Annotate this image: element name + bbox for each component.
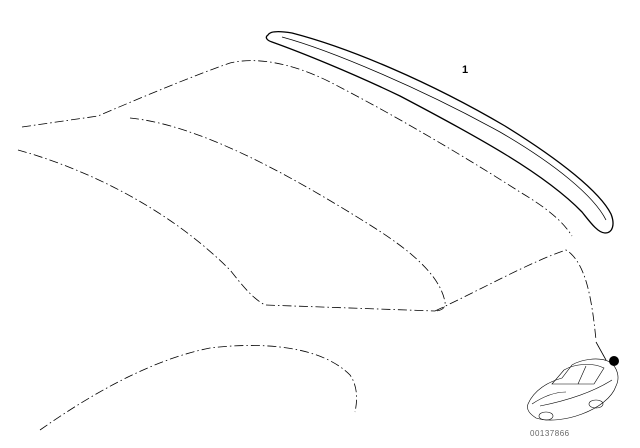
- window-inner-line: [129, 117, 446, 312]
- leader-line: [595, 341, 607, 361]
- part-number-label: 1: [462, 64, 469, 76]
- thumbnail-hood: [531, 391, 567, 405]
- roof-line: [21, 60, 573, 237]
- thumbnail-front-wheel: [538, 411, 554, 421]
- window-outer-line: [17, 149, 436, 312]
- image-reference-code: 00137866: [530, 429, 570, 438]
- thumbnail-body: [527, 358, 619, 421]
- reference-car-thumbnail: [527, 358, 619, 421]
- thumbnail-side-line: [539, 379, 613, 407]
- rear-pillar-line: [434, 249, 597, 341]
- car-body-outline: [17, 60, 597, 431]
- thumbnail-window-divider: [577, 365, 587, 385]
- spoiler-outline: [265, 31, 614, 234]
- thumbnail-rear-wheel: [588, 399, 604, 409]
- location-marker: [609, 356, 619, 366]
- rear-spoiler: [265, 31, 614, 234]
- wheel-arch-line: [39, 345, 357, 431]
- thumbnail-windows: [551, 364, 605, 385]
- spoiler-inner-line: [281, 36, 607, 221]
